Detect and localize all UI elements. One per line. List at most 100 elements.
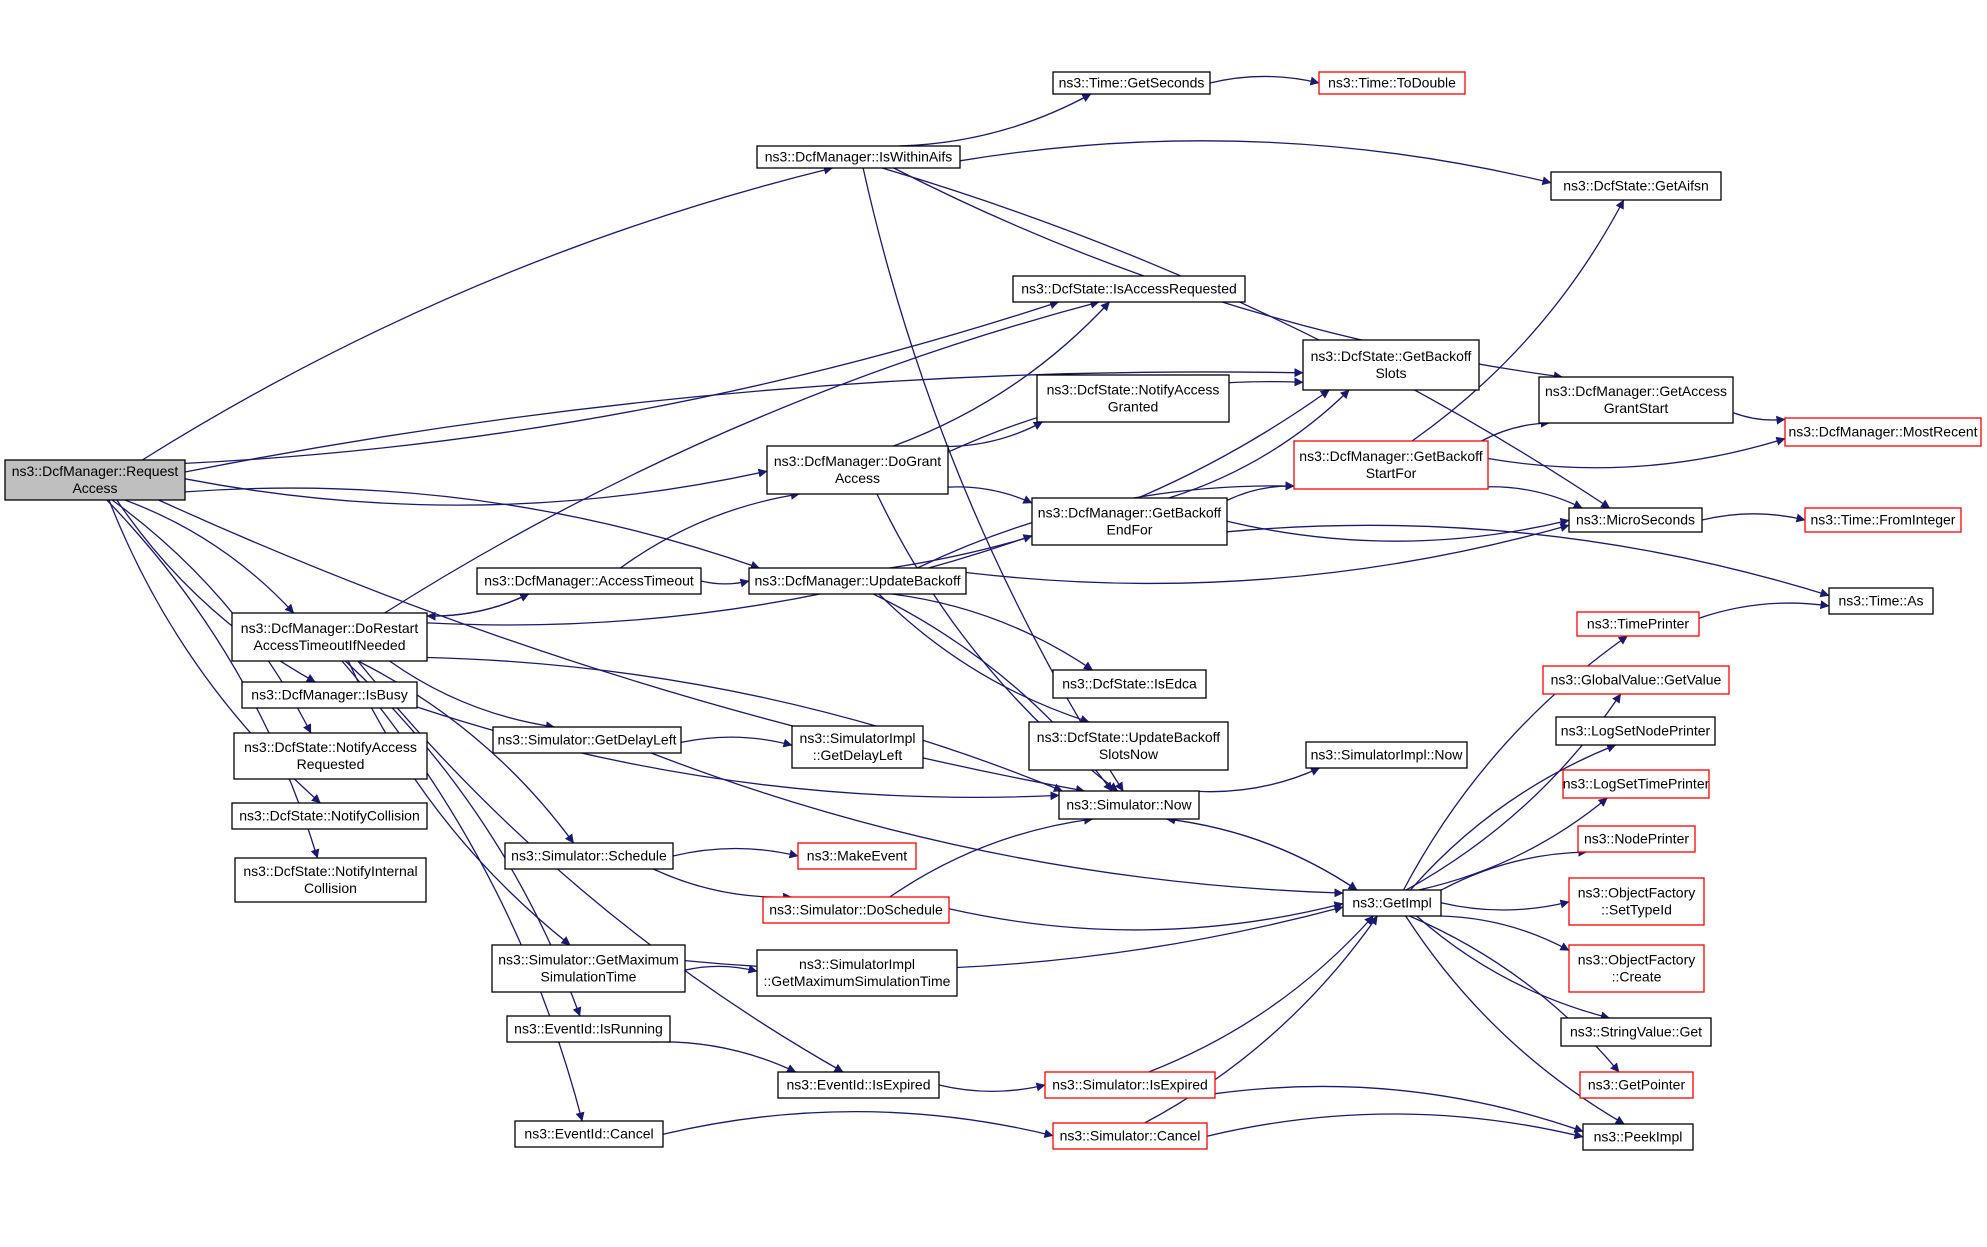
node-make-event[interactable]: ns3::MakeEvent bbox=[797, 842, 917, 870]
node-label: ns3::DcfState::UpdateBackoff bbox=[1037, 729, 1221, 745]
node-time-as[interactable]: ns3::Time::As bbox=[1828, 587, 1934, 615]
node-box bbox=[1044, 1071, 1216, 1099]
node-to-double[interactable]: ns3::Time::ToDouble bbox=[1318, 71, 1466, 95]
node-micro-seconds[interactable]: ns3::MicroSeconds bbox=[1568, 507, 1703, 533]
node-is-access-requested[interactable]: ns3::DcfState::IsAccessRequested bbox=[1012, 275, 1246, 303]
node-set-type-id[interactable]: ns3::ObjectFactory::SetTypeId bbox=[1568, 877, 1705, 926]
edge-sim-cancel-to-get-impl bbox=[1144, 915, 1378, 1124]
node-label: ns3::Simulator::GetDelayLeft bbox=[498, 732, 677, 748]
edge-get-backoff-start-for-to-get-aifsn bbox=[1411, 199, 1625, 442]
node-box bbox=[1550, 171, 1722, 201]
node-get-max-sim-time[interactable]: ns3::Simulator::GetMaximumSimulationTime bbox=[491, 944, 686, 993]
node-is-busy[interactable]: ns3::DcfManager::IsBusy bbox=[241, 681, 418, 709]
node-label: ns3::EventId::Cancel bbox=[524, 1126, 653, 1142]
node-box bbox=[1542, 665, 1730, 695]
edge-do-restart-to-get-delay-left bbox=[389, 660, 555, 731]
node-label: EndFor bbox=[1107, 522, 1153, 538]
node-time-printer[interactable]: ns3::TimePrinter bbox=[1576, 611, 1700, 637]
node-impl-get-max-sim-time[interactable]: ns3::SimulatorImpl::GetMaximumSimulation… bbox=[756, 949, 958, 997]
edge-root-to-is-within-aifs bbox=[141, 165, 833, 461]
node-impl-get-delay-left[interactable]: ns3::SimulatorImpl::GetDelayLeft bbox=[791, 725, 924, 769]
node-label: ns3::DcfManager::IsWithinAifs bbox=[765, 149, 953, 165]
node-box bbox=[1028, 721, 1229, 771]
node-node-printer[interactable]: ns3::NodePrinter bbox=[1577, 825, 1696, 853]
node-label: ns3::DcfManager::AccessTimeout bbox=[484, 573, 694, 589]
node-box bbox=[1342, 889, 1442, 917]
node-get-delay-left[interactable]: ns3::Simulator::GetDelayLeft bbox=[492, 726, 682, 754]
edge-do-restart-to-get-backoff-end-for bbox=[426, 534, 1033, 626]
node-label: ns3::EventId::IsExpired bbox=[787, 1077, 931, 1093]
node-string-value-get[interactable]: ns3::StringValue::Get bbox=[1560, 1017, 1712, 1047]
node-event-is-expired[interactable]: ns3::EventId::IsExpired bbox=[777, 1071, 940, 1099]
node-log-set-node-printer[interactable]: ns3::LogSetNodePrinter bbox=[1555, 716, 1716, 746]
node-access-timeout[interactable]: ns3::DcfManager::AccessTimeout bbox=[476, 567, 702, 595]
node-event-is-running[interactable]: ns3::EventId::IsRunning bbox=[506, 1015, 671, 1043]
node-do-schedule[interactable]: ns3::Simulator::DoSchedule bbox=[762, 896, 950, 924]
node-label: Access bbox=[835, 470, 880, 486]
node-get-pointer[interactable]: ns3::GetPointer bbox=[1579, 1071, 1694, 1099]
edge-get-backoff-end-for-to-micro-seconds bbox=[1226, 517, 1570, 542]
node-sim-now[interactable]: ns3::Simulator::Now bbox=[1058, 790, 1200, 820]
node-get-seconds[interactable]: ns3::Time::GetSeconds bbox=[1052, 71, 1211, 95]
node-update-backoff[interactable]: ns3::DcfManager::UpdateBackoff bbox=[748, 567, 967, 595]
node-box bbox=[234, 857, 427, 903]
node-box bbox=[1555, 716, 1716, 746]
node-label: ns3::Time::FromInteger bbox=[1811, 512, 1956, 528]
node-label: AccessTimeoutIfNeeded bbox=[254, 637, 406, 653]
edge-get-delay-left-to-impl-get-delay-left bbox=[680, 736, 793, 748]
node-get-impl[interactable]: ns3::GetImpl bbox=[1342, 889, 1442, 917]
edge-time-printer-to-time-as bbox=[1698, 600, 1830, 619]
node-sim-is-expired[interactable]: ns3::Simulator::IsExpired bbox=[1044, 1071, 1216, 1099]
node-box bbox=[1576, 611, 1700, 637]
node-box bbox=[476, 567, 702, 595]
node-label: Granted bbox=[1108, 399, 1159, 415]
node-label: ns3::GetPointer bbox=[1588, 1077, 1686, 1093]
node-box bbox=[241, 681, 418, 709]
node-box bbox=[748, 567, 967, 595]
edge-get-impl-to-node-printer bbox=[1440, 847, 1588, 891]
edge-event-is-expired-to-sim-is-expired bbox=[938, 1082, 1046, 1092]
node-label: ::GetMaximumSimulationTime bbox=[764, 973, 951, 989]
node-factory-create[interactable]: ns3::ObjectFactory::Create bbox=[1568, 944, 1705, 993]
node-label: Collision bbox=[304, 880, 357, 896]
node-sim-cancel[interactable]: ns3::Simulator::Cancel bbox=[1052, 1122, 1208, 1150]
node-box bbox=[756, 145, 961, 169]
edge-is-within-aifs-to-get-aifsn bbox=[959, 140, 1552, 186]
edge-root-to-sim-now bbox=[158, 499, 1085, 794]
edge-get-max-sim-time-to-impl-get-max-sim-time bbox=[684, 964, 758, 974]
node-schedule[interactable]: ns3::Simulator::Schedule bbox=[504, 842, 674, 870]
node-notify-collision[interactable]: ns3::DcfState::NotifyCollision bbox=[231, 802, 428, 830]
node-from-integer[interactable]: ns3::Time::FromInteger bbox=[1804, 507, 1962, 533]
node-label: ::SetTypeId bbox=[1601, 902, 1672, 918]
node-box bbox=[756, 949, 958, 997]
node-label: ns3::Simulator::DoSchedule bbox=[769, 902, 943, 918]
edge-access-timeout-to-do-grant-access bbox=[620, 490, 800, 569]
edge-get-seconds-to-to-double bbox=[1209, 75, 1320, 86]
node-box bbox=[506, 1015, 671, 1043]
node-impl-now[interactable]: ns3::SimulatorImpl::Now bbox=[1305, 741, 1468, 769]
node-is-within-aifs[interactable]: ns3::DcfManager::IsWithinAifs bbox=[756, 145, 961, 169]
node-label: ns3::DcfManager::GetBackoff bbox=[1038, 505, 1221, 521]
edge-event-cancel-to-sim-cancel bbox=[662, 1110, 1054, 1139]
edge-get-backoff-start-for-to-most-recent bbox=[1487, 436, 1786, 469]
node-event-cancel[interactable]: ns3::EventId::Cancel bbox=[514, 1120, 664, 1148]
node-label: ns3::DcfManager::DoRestart bbox=[241, 620, 419, 636]
node-get-aifsn[interactable]: ns3::DcfState::GetAifsn bbox=[1550, 171, 1722, 201]
edge-get-backoff-end-for-to-get-backoff-start-for bbox=[1226, 481, 1295, 501]
node-peek-impl[interactable]: ns3::PeekImpl bbox=[1582, 1123, 1694, 1151]
node-do-restart[interactable]: ns3::DcfManager::DoRestartAccessTimeoutI… bbox=[231, 612, 428, 662]
node-log-set-time-printer[interactable]: ns3::LogSetTimePrinter bbox=[1562, 769, 1710, 799]
node-global-get-value[interactable]: ns3::GlobalValue::GetValue bbox=[1542, 665, 1730, 695]
node-most-recent[interactable]: ns3::DcfManager::MostRecent bbox=[1784, 417, 1982, 447]
node-is-edca[interactable]: ns3::DcfState::IsEdca bbox=[1052, 669, 1207, 699]
